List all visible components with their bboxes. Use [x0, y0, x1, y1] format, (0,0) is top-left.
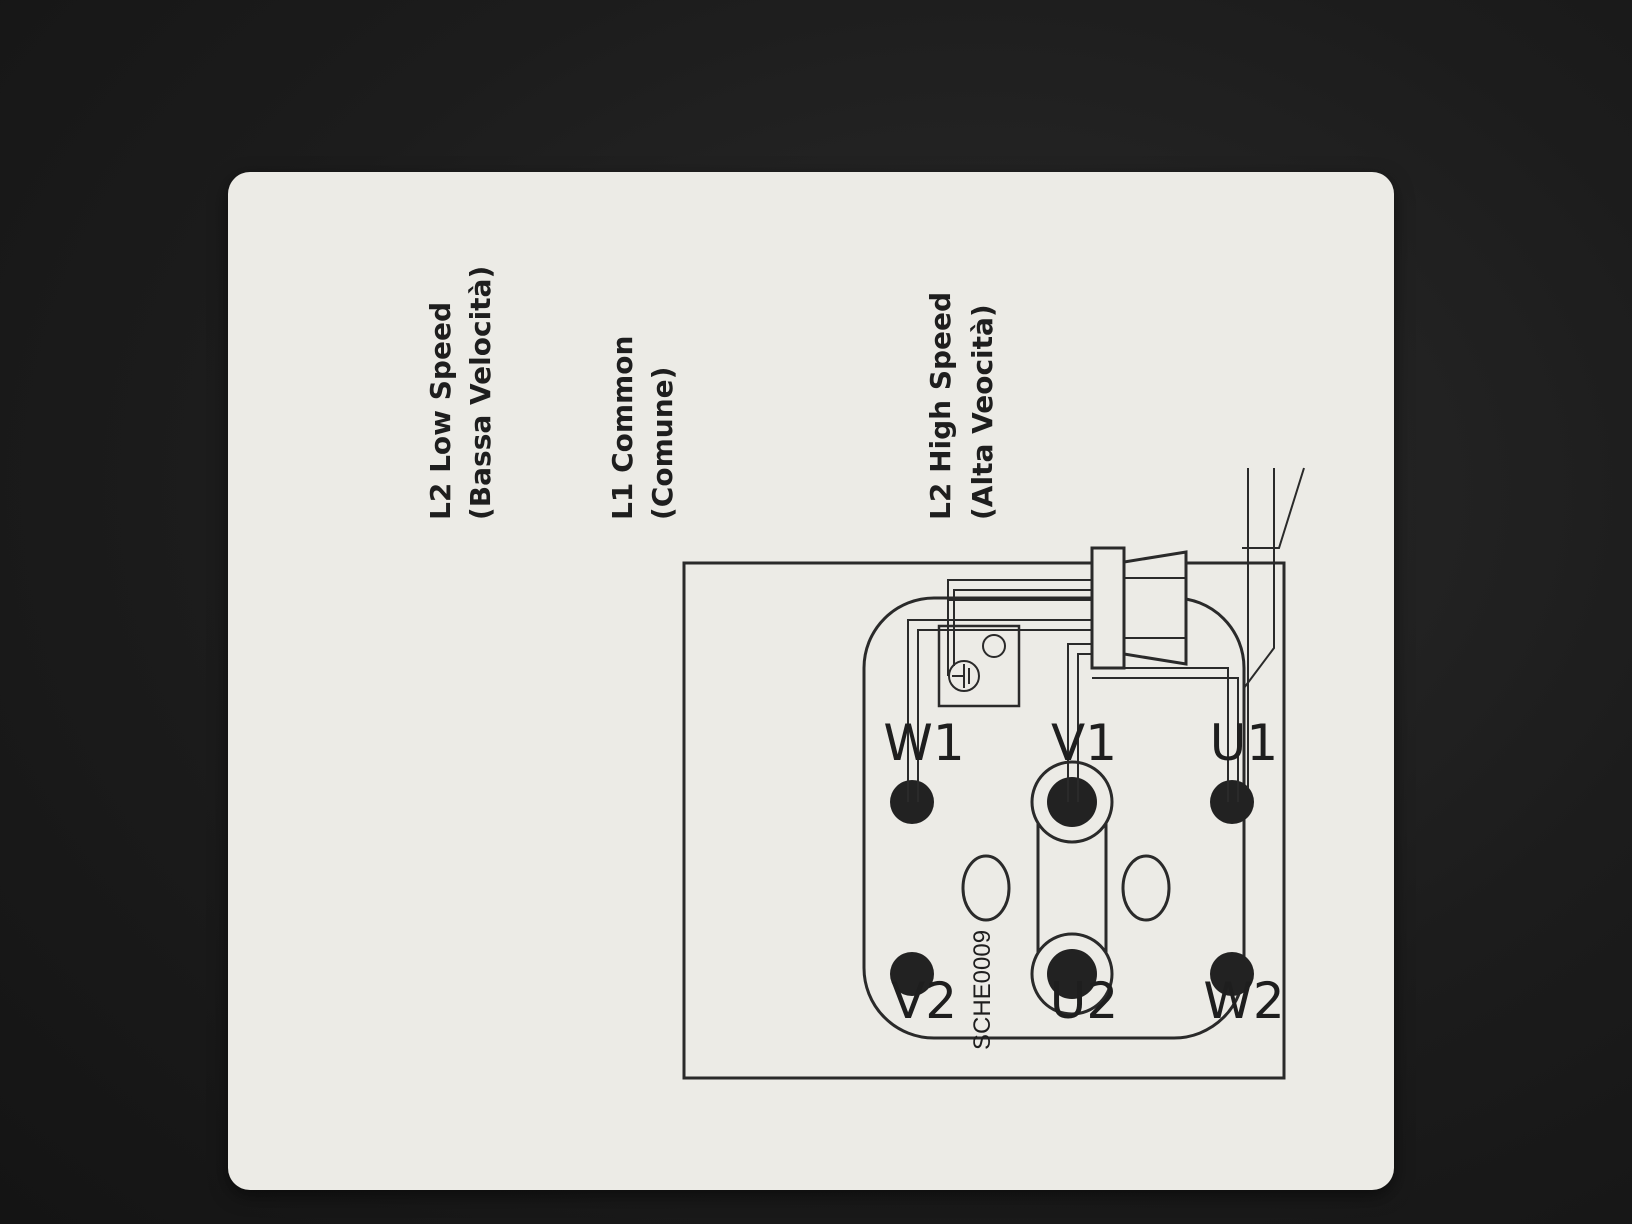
terminal-stud-w1 — [890, 780, 934, 824]
terminal-label-w2: W2 — [1203, 972, 1284, 1030]
terminal-stud-w2 — [1210, 952, 1254, 996]
drawing-code: SCHE0009 — [969, 930, 996, 1050]
thermal-protector-icon — [982, 634, 1006, 658]
terminal-stud-u2 — [1047, 949, 1097, 999]
cable-gland — [1090, 546, 1126, 670]
label-high-speed-it: (Alta Veocità) — [966, 304, 999, 520]
leader-low-speed — [1242, 467, 1305, 549]
terminal-label-u2: U2 — [1050, 972, 1118, 1030]
wires — [907, 579, 1239, 802]
terminal-label-w1: W1 — [883, 714, 964, 772]
label-common-it: (Comune) — [646, 367, 679, 520]
terminal-stud-u1 — [1210, 780, 1254, 824]
terminal-label-v1: V1 — [1051, 714, 1117, 772]
label-common: L1 Common — [606, 336, 639, 520]
label-low-speed: L2 Low Speed — [424, 302, 457, 520]
terminal-label-v2: V2 — [891, 972, 957, 1030]
diagram-frame — [682, 561, 1286, 1080]
label-low-speed-it: (Bassa Velocità) — [464, 266, 497, 520]
terminal-label-u1: U1 — [1210, 714, 1278, 772]
ground-icon — [948, 660, 980, 692]
cable-gland-nut — [1122, 550, 1188, 666]
terminal-stud-v2 — [890, 952, 934, 996]
wiring-label-sheet — [228, 172, 1394, 1190]
mounting-hole — [1121, 854, 1171, 922]
label-high-speed: L2 High Speed — [924, 292, 957, 520]
ground-block — [937, 624, 1021, 708]
mounting-hole — [961, 854, 1011, 922]
terminal-stud-v1 — [1047, 777, 1097, 827]
leader-common — [1243, 468, 1275, 689]
